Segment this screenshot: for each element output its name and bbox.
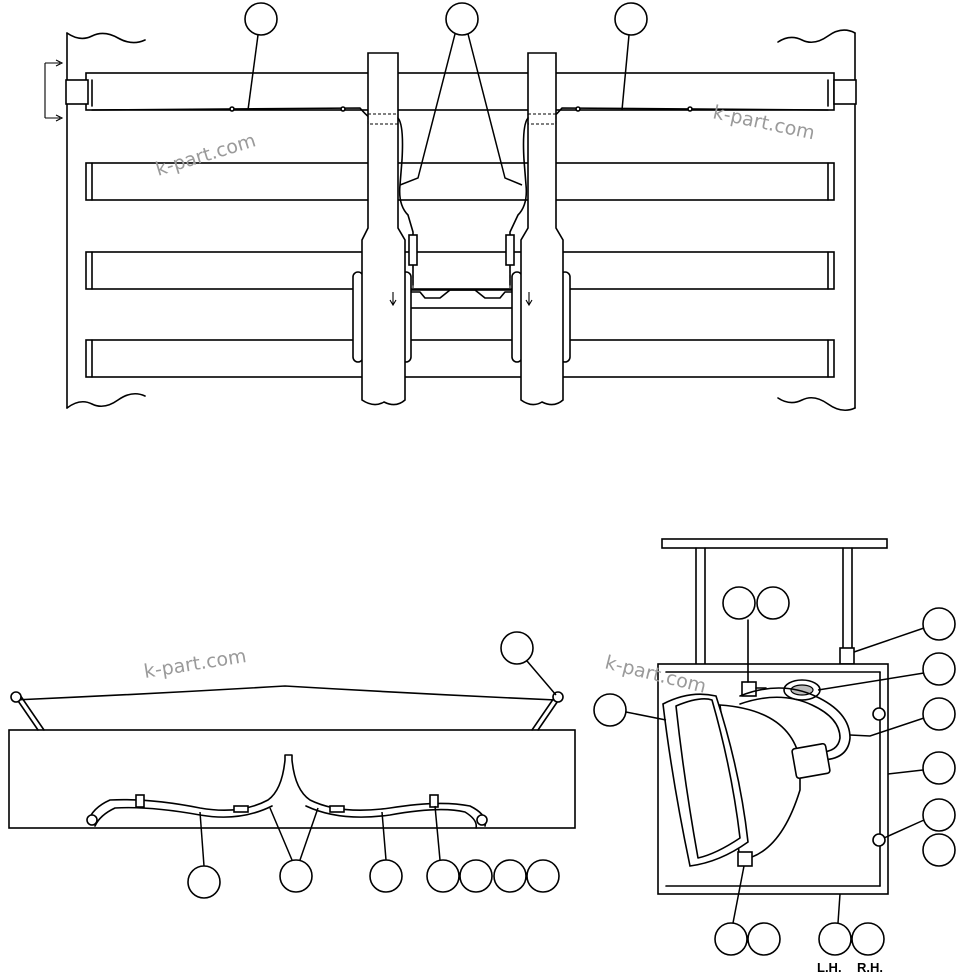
break-mark-bottom-right	[777, 396, 856, 412]
lamp-lens	[662, 693, 749, 867]
callout-balloon	[459, 859, 493, 893]
callout-balloon	[747, 922, 781, 956]
mount-top-plate	[661, 538, 888, 549]
top-view: k-part.com k-part.com	[44, 2, 857, 412]
leader-line	[381, 811, 387, 861]
watermark: k-part.com	[142, 645, 248, 683]
callout-balloon	[445, 2, 479, 36]
harness-lower-2	[94, 805, 478, 829]
harness-arm-right	[509, 117, 529, 286]
dimension-arrow-heads	[55, 59, 64, 122]
break-mark-top-left	[66, 32, 146, 44]
callout-balloon	[922, 798, 956, 832]
rh-label: R.H.	[857, 960, 883, 975]
callout-balloon	[187, 865, 221, 899]
bolt	[872, 833, 886, 847]
clamp	[429, 794, 439, 808]
leader-line	[526, 660, 557, 696]
axle-bracket	[404, 289, 519, 299]
leader-line	[199, 811, 205, 867]
cover-curve	[13, 685, 557, 701]
callout-balloon	[922, 751, 956, 785]
callout-balloon	[279, 859, 313, 893]
callout-balloon	[818, 922, 852, 956]
frame-bar-3	[85, 339, 835, 378]
bolt	[737, 851, 753, 867]
splice	[329, 805, 345, 813]
post-clamp	[839, 647, 855, 665]
callout-balloon	[244, 2, 278, 36]
clip	[575, 106, 581, 112]
callout-balloon	[922, 652, 956, 686]
light-bar-end-right	[833, 79, 857, 105]
leader-line	[887, 769, 924, 775]
leader-line	[621, 34, 630, 111]
leader-line	[849, 717, 925, 737]
bolt	[872, 707, 886, 721]
wire-loop-2	[739, 696, 841, 753]
callout-balloon	[493, 859, 527, 893]
callout-balloon	[756, 586, 790, 620]
callout-balloon	[851, 922, 885, 956]
leader-line	[434, 805, 441, 861]
callout-balloon	[500, 631, 534, 665]
callout-balloon	[526, 859, 560, 893]
break-mark-top-right	[777, 29, 856, 44]
clip	[687, 106, 693, 112]
callout-balloon	[922, 833, 956, 867]
bottom-left-view: k-part.com	[8, 631, 576, 899]
leader-line	[732, 865, 745, 924]
connector-end	[86, 814, 98, 826]
connector-end	[476, 814, 488, 826]
lift-arm-right	[520, 52, 564, 406]
callout-balloon	[922, 697, 956, 731]
callout-balloon	[593, 693, 627, 727]
clip	[340, 106, 346, 112]
clip	[229, 106, 235, 112]
callout-balloon	[369, 859, 403, 893]
wire-loop	[739, 687, 851, 761]
leader-line	[625, 711, 667, 721]
leader-line	[817, 672, 925, 691]
bottom-right-view: L.H. R.H. k-part.com	[593, 538, 956, 975]
frame-bar-1	[85, 162, 835, 201]
pivot-left	[10, 691, 22, 703]
mount-post-left	[695, 547, 706, 665]
callout-balloon	[722, 586, 756, 620]
watermark: k-part.com	[603, 652, 709, 698]
pointer-arrows	[389, 292, 533, 307]
dimension-arrow	[44, 62, 60, 119]
clamp	[135, 794, 145, 808]
leader-line	[837, 893, 841, 924]
bar-end-lines	[91, 162, 829, 378]
leader-line	[853, 627, 925, 653]
lh-label: L.H.	[817, 960, 842, 975]
splice	[233, 805, 249, 813]
frame-bar-2	[85, 251, 835, 290]
connector-right	[505, 234, 515, 266]
callout-balloon	[714, 922, 748, 956]
leader-line	[467, 33, 523, 186]
leader-line	[269, 807, 319, 861]
lift-arm-left	[361, 52, 406, 406]
leader-line	[247, 34, 259, 111]
break-mark-bottom-left	[66, 392, 146, 409]
lamp-lens-rim	[675, 698, 741, 859]
callout-balloon	[922, 607, 956, 641]
light-bar-end-left	[65, 79, 89, 105]
lamp-socket	[791, 742, 831, 780]
leader-line	[399, 33, 456, 186]
harness-arm-left	[397, 117, 414, 286]
connector-left	[408, 234, 418, 266]
bolt-shaft	[747, 619, 767, 689]
bumper-box	[8, 729, 576, 829]
callout-balloon	[426, 859, 460, 893]
mount-post-right	[842, 547, 853, 665]
harness-dashed	[412, 265, 511, 290]
leader-line	[883, 819, 925, 839]
callout-balloon	[614, 2, 648, 36]
